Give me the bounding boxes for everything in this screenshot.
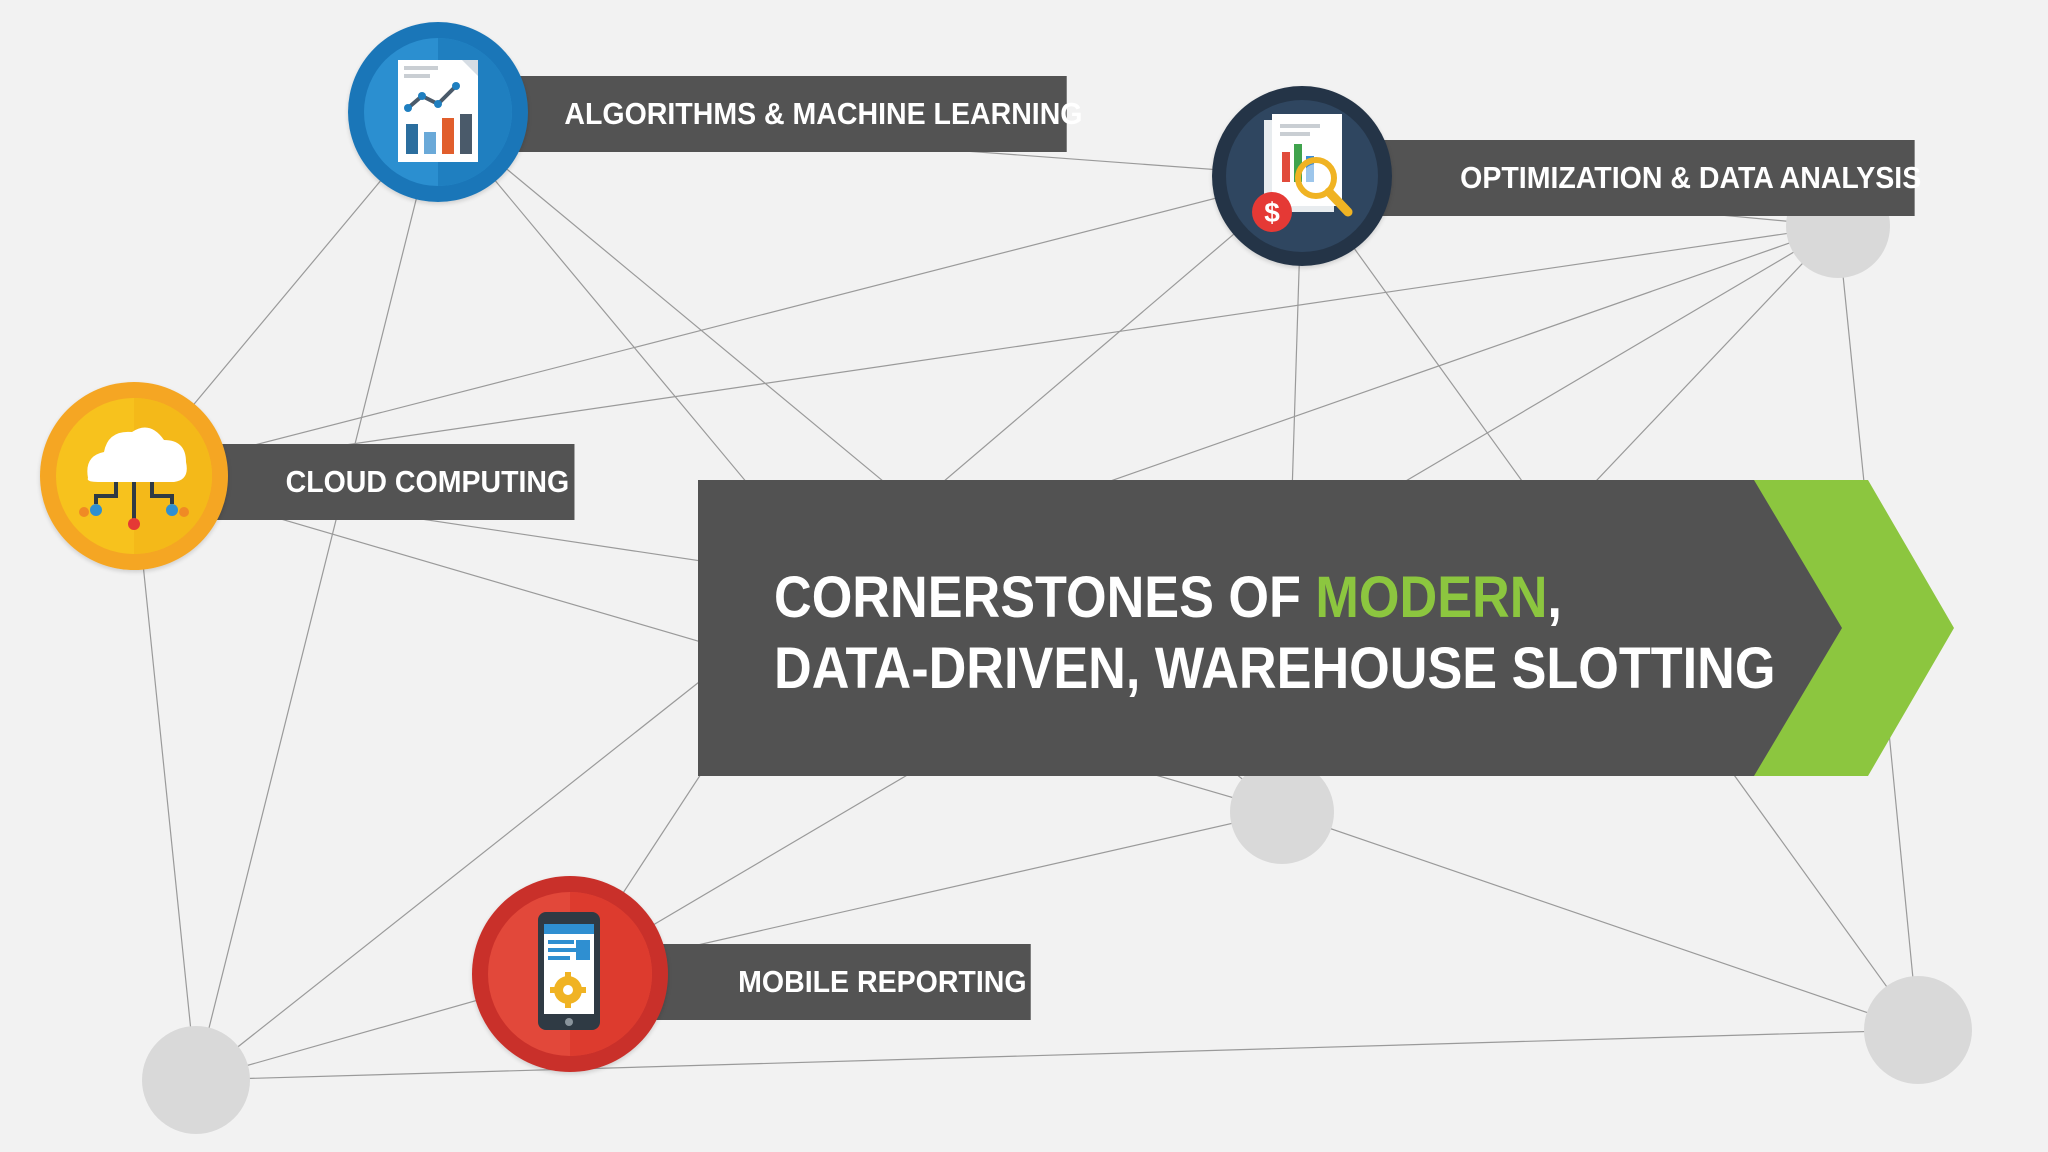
mobile-settings-icon bbox=[472, 876, 668, 1072]
svg-text:$: $ bbox=[1264, 197, 1280, 228]
connector-node bbox=[1230, 760, 1334, 864]
title-line-1: CORNERSTONES OF MODERN, bbox=[774, 562, 1775, 633]
optimization-label: OPTIMIZATION & DATA ANALYSIS bbox=[1370, 140, 1921, 216]
title-line-2: DATA-DRIVEN, WAREHOUSE SLOTTING bbox=[774, 636, 1776, 701]
network-line bbox=[195, 111, 439, 1081]
network-line bbox=[133, 475, 197, 1081]
title-line-1-prefix: CORNERSTONES OF bbox=[774, 565, 1316, 630]
cloud-network-icon bbox=[40, 382, 228, 570]
network-line bbox=[133, 175, 1303, 477]
network-line bbox=[195, 1029, 1919, 1081]
page-title: CORNERSTONES OF MODERN, DATA-DRIVEN, WAR… bbox=[774, 562, 1775, 704]
title-line-1-suffix: , bbox=[1547, 565, 1562, 630]
connector-node bbox=[1864, 976, 1972, 1084]
mobile-label: MOBILE REPORTING bbox=[648, 944, 1031, 1020]
title-panel: CORNERSTONES OF MODERN, DATA-DRIVEN, WAR… bbox=[698, 480, 1954, 776]
chevron-arrow-icon bbox=[1754, 480, 1954, 776]
title-panel-background bbox=[698, 480, 1954, 776]
connector-node bbox=[142, 1026, 250, 1134]
financial-report-magnifier-icon: $ bbox=[1212, 86, 1392, 266]
algorithms-label: ALGORITHMS & MACHINE LEARNING bbox=[500, 76, 1083, 152]
cloud-label: CLOUD COMPUTING bbox=[212, 444, 575, 520]
network-line bbox=[1281, 811, 1919, 1031]
title-accent-word: MODERN bbox=[1315, 565, 1548, 630]
network-line bbox=[133, 225, 1839, 477]
report-chart-icon bbox=[348, 22, 528, 202]
